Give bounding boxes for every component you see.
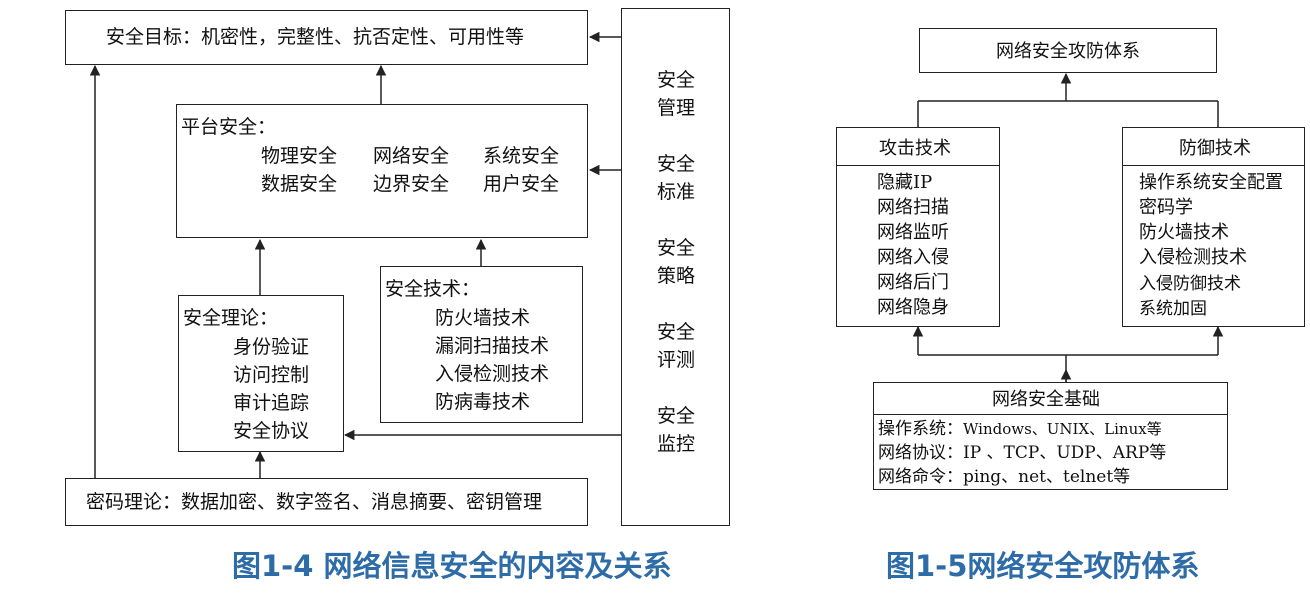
attack-technology-title: 攻击技术 (879, 138, 951, 159)
platform-item: 用户安全 (483, 173, 560, 195)
security-theory-item: 审计追踪 (233, 392, 310, 414)
platform-item: 系统安全 (483, 145, 560, 167)
management-item-line2: 标准 (657, 181, 696, 203)
management-item-line1: 安全 (657, 153, 696, 175)
security-technology-item: 入侵检测技术 (435, 363, 550, 385)
management-item-line2: 评测 (657, 349, 696, 371)
foundation-title-divider (874, 414, 1227, 415)
network-security-foundation-box: 网络安全基础 操作系统：Windows、UNIX、Linux等 网络协议：IP … (873, 382, 1228, 490)
attack-technology-box: 攻击技术 隐藏IP 网络扫描 网络监听 网络入侵 网络后门 网络隐身 (836, 127, 1000, 327)
attack-item: 网络入侵 (877, 247, 949, 268)
defense-technology-title: 防御技术 (1179, 138, 1251, 159)
security-goal-box: 安全目标：机密性，完整性、抗否定性、可用性等 (65, 10, 588, 65)
defense-item: 系统加固 (1139, 299, 1207, 319)
attack-item: 隐藏IP (877, 172, 933, 193)
defense-item: 操作系统安全配置 (1139, 172, 1283, 193)
security-management-column: 安全 管理 安全 标准 安全 策略 安全 评测 安全 监控 (621, 8, 730, 526)
defense-item: 入侵防御技术 (1139, 274, 1241, 294)
management-item-line2: 策略 (657, 265, 696, 287)
figure-1-5-caption: 图1-5网络安全攻防体系 (886, 549, 1200, 583)
attack-item: 网络隐身 (877, 297, 949, 318)
platform-item: 物理安全 (261, 145, 338, 167)
cryptography-theory-text: 密码理论：数据加密、数字签名、消息摘要、密钥管理 (86, 491, 543, 513)
platform-item: 数据安全 (261, 173, 338, 195)
network-command-row: 网络命令：ping、net、telnet等 (878, 469, 1130, 486)
management-item-line1: 安全 (657, 321, 696, 343)
security-technology-box: 安全技术： 防火墙技术 漏洞扫描技术 入侵检测技术 防病毒技术 (380, 266, 583, 423)
management-item-line1: 安全 (657, 69, 696, 91)
defense-technology-box: 防御技术 操作系统安全配置 密码学 防火墙技术 入侵检测技术 入侵防御技术 系统… (1122, 127, 1305, 327)
security-technology-title: 安全技术： (385, 278, 481, 300)
management-item-line2: 管理 (657, 97, 696, 119)
management-item-line2: 监控 (657, 433, 696, 455)
network-protocol-value: IP 、TCP、UDP、ARP等 (963, 443, 1167, 463)
defense-item: 密码学 (1139, 197, 1193, 218)
platform-security-box: 平台安全： 物理安全 网络安全 系统安全 数据安全 边界安全 用户安全 (176, 104, 588, 238)
security-goal-text: 安全目标：机密性，完整性、抗否定性、可用性等 (106, 26, 525, 48)
network-command-label: 网络命令： (878, 467, 963, 487)
platform-security-title: 平台安全： (181, 116, 277, 138)
network-protocol-row: 网络协议：IP 、TCP、UDP、ARP等 (878, 445, 1166, 462)
platform-item: 边界安全 (373, 173, 450, 195)
security-technology-item: 防病毒技术 (435, 391, 531, 413)
security-technology-item: 漏洞扫描技术 (435, 335, 550, 357)
attack-item: 网络后门 (877, 272, 949, 293)
network-protocol-label: 网络协议： (878, 443, 963, 463)
network-command-value: ping、net、telnet等 (963, 467, 1131, 487)
security-technology-item: 防火墙技术 (435, 307, 531, 329)
defense-item: 防火墙技术 (1139, 222, 1229, 243)
operating-system-row: 操作系统：Windows、UNIX、Linux等 (878, 421, 1162, 438)
figure-1-4-caption: 图1-4 网络信息安全的内容及关系 (232, 549, 672, 583)
attack-item: 网络监听 (877, 222, 949, 243)
platform-item: 网络安全 (373, 145, 450, 167)
security-theory-title: 安全理论： (183, 307, 279, 329)
network-security-foundation-title: 网络安全基础 (992, 389, 1100, 410)
security-theory-item: 安全协议 (233, 420, 310, 442)
operating-system-value: Windows、UNIX、Linux等 (963, 420, 1162, 438)
security-theory-item: 访问控制 (233, 364, 310, 386)
management-item-line1: 安全 (657, 237, 696, 259)
security-theory-box: 安全理论： 身份验证 访问控制 审计追踪 安全协议 (178, 295, 344, 452)
cryptography-theory-box: 密码理论：数据加密、数字签名、消息摘要、密钥管理 (65, 478, 588, 526)
attack-defense-system-box: 网络安全攻防体系 (919, 28, 1217, 73)
attack-defense-system-title: 网络安全攻防体系 (996, 41, 1140, 62)
operating-system-label: 操作系统： (878, 419, 963, 439)
management-item-line1: 安全 (657, 405, 696, 427)
defense-item: 入侵检测技术 (1139, 247, 1247, 268)
attack-title-divider (837, 165, 999, 166)
attack-item: 网络扫描 (877, 197, 949, 218)
defense-title-divider (1123, 165, 1304, 166)
security-theory-item: 身份验证 (233, 336, 310, 358)
